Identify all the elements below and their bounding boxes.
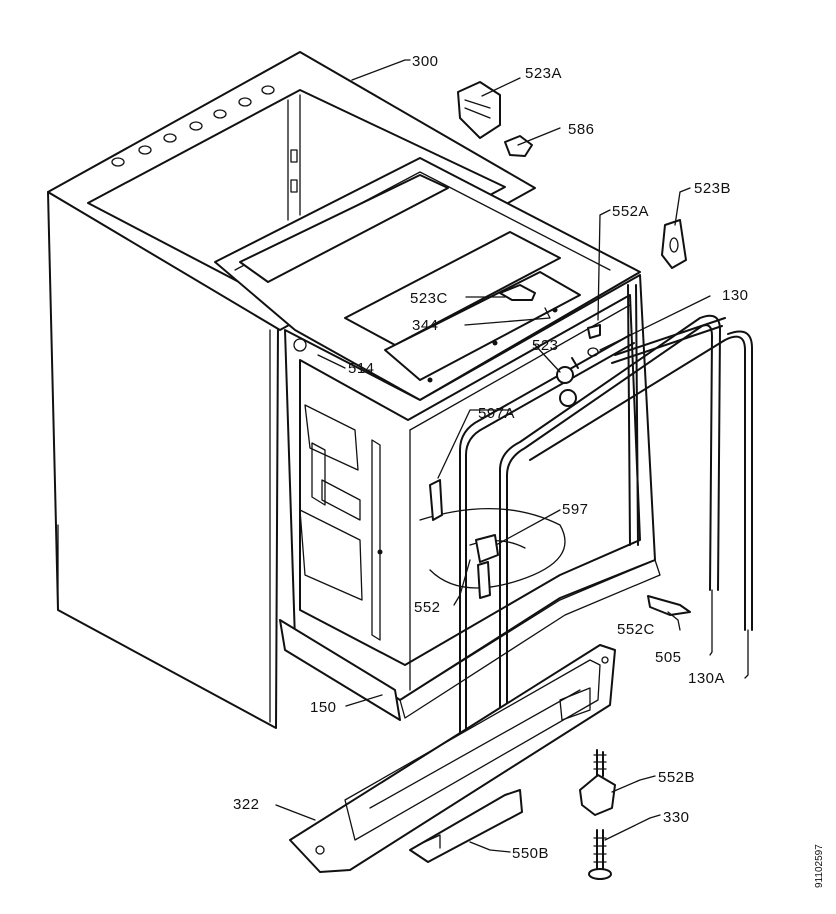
label-523: 523 bbox=[532, 337, 559, 354]
screw-330 bbox=[588, 829, 612, 880]
label-344: 344 bbox=[412, 317, 439, 334]
small-parts bbox=[429, 81, 691, 616]
label-586: 586 bbox=[568, 121, 595, 138]
part-552C-shape bbox=[647, 595, 691, 616]
part-597-shape bbox=[475, 534, 499, 563]
label-550B: 550B bbox=[512, 845, 549, 862]
part-523B-shape bbox=[661, 219, 687, 269]
label-523B: 523B bbox=[694, 180, 731, 197]
part-523-shape bbox=[556, 366, 574, 384]
label-130: 130 bbox=[722, 287, 749, 304]
label-322: 322 bbox=[233, 796, 260, 813]
label-523A: 523A bbox=[525, 65, 562, 82]
label-514: 514 bbox=[348, 360, 375, 377]
part-523C-shape bbox=[499, 284, 536, 301]
foot-552B bbox=[579, 749, 616, 816]
label-552B: 552B bbox=[658, 769, 695, 786]
part-labels: 300 523A 586 523B 552A 130 523C 344 523 … bbox=[233, 53, 749, 862]
bracket-550B bbox=[409, 789, 523, 863]
door-seals bbox=[459, 284, 753, 769]
part-523A-shape bbox=[457, 81, 501, 139]
label-597: 597 bbox=[562, 501, 589, 518]
part-552A-shape bbox=[587, 324, 601, 339]
label-300: 300 bbox=[412, 53, 439, 70]
tub-150 bbox=[214, 157, 661, 721]
label-330: 330 bbox=[663, 809, 690, 826]
label-505: 505 bbox=[655, 649, 682, 666]
part-597A-shape bbox=[429, 479, 443, 521]
label-552: 552 bbox=[414, 599, 441, 616]
label-523C: 523C bbox=[410, 290, 448, 307]
part-586-shape bbox=[504, 135, 533, 157]
reference-code: 91102597 bbox=[814, 844, 825, 888]
label-552A: 552A bbox=[612, 203, 649, 220]
label-130A: 130A bbox=[688, 670, 725, 687]
leader-lines bbox=[275, 59, 749, 853]
kick-plate-322 bbox=[289, 644, 616, 873]
cabinet-frame bbox=[47, 51, 536, 729]
label-150: 150 bbox=[310, 699, 337, 716]
label-552C: 552C bbox=[617, 621, 655, 638]
label-597A: 597A bbox=[478, 405, 515, 422]
